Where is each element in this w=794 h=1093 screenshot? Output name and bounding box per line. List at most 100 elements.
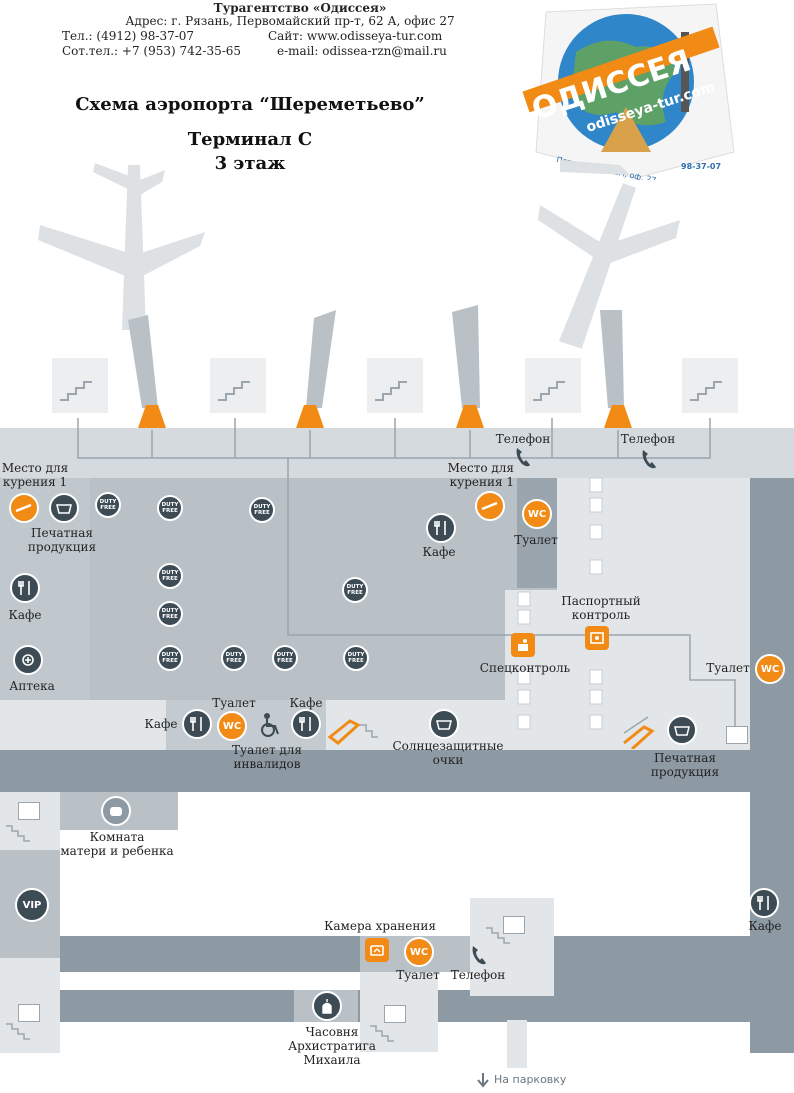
wc-icon: WC [404,937,434,967]
elevator-icon [503,916,525,934]
label-smoking-left: Место для курения 1 [1,461,69,489]
basket-icon [429,709,459,739]
gallery-band [0,428,794,480]
label-pharmacy: Аптека [9,679,55,693]
stairs-box-1 [52,358,108,413]
jet-bridge-3 [452,305,480,408]
wc-icon: WC [755,654,785,684]
label-sunglasses: Солнцезащитные очки [392,739,504,767]
label-print-left: Печатная продукция [27,526,97,554]
main-corridor [0,750,750,792]
plane-left [38,163,205,330]
jet-bridge-1 [128,315,158,408]
phone-icon [470,944,488,970]
label-cafe-bottom-mid: Кафе [289,696,323,710]
agency-email[interactable]: e-mail: odissea-rzn@mail.ru [277,44,447,58]
label-disabled-wc: Туалет для инвалидов [232,743,302,771]
luggage-storage-icon [365,938,389,962]
label-print-right: Печатная продукция [650,751,720,779]
fork-knife-icon [182,709,212,739]
right-lower-zone [554,936,750,1022]
agency-phone: Тел.: (4912) 98-37-07 [62,29,195,43]
exit-stair-zone [470,898,554,996]
wc-block-mid [517,478,557,588]
map-title: Схема аэропорта “Шереметьево” [75,94,425,115]
parking-passage [507,1020,527,1068]
label-wc-bottom: Туалет [212,696,256,710]
agency-logo: ОДИССЕЯ odisseya-tur.com Первомайка,62А,… [516,2,738,185]
pharmacy-icon [13,645,43,675]
escalator-icon [620,713,674,753]
elevator-icon [384,1005,406,1023]
label-security: Спецконтроль [479,661,571,675]
label-storage: Камера хранения [324,919,436,933]
down-arrow-icon [477,1073,489,1088]
fork-knife-icon [749,888,779,918]
stairs-box-4 [525,358,581,413]
gate-1-connector [138,405,166,428]
label-mother-child: Комната матери и ребенка [60,830,174,858]
agency-mobile: Сот.тел.: +7 (953) 742-35-65 [62,44,242,58]
label-phone-3: Телефон [450,968,506,982]
stairs-box-5 [682,358,738,413]
phone-icon [640,448,658,474]
wc-icon: WC [217,711,247,741]
label-phone-1: Телефон [495,432,551,446]
jet-bridge-4 [600,310,624,408]
passport-area [557,478,750,700]
elevator-icon [18,1004,40,1022]
basket-icon [49,493,79,523]
stairs-box-3 [367,358,423,413]
agency-address: Адрес: г. Рязань, Первомайский пр-т, 62 … [125,14,455,28]
right-column [750,478,794,1053]
stairs-box-2 [210,358,266,413]
plane-right [538,160,680,349]
label-phone-2: Телефон [620,432,676,446]
fork-knife-icon [10,573,40,603]
basket-icon [667,715,697,745]
chapel-icon [312,991,342,1021]
phone-icon [514,446,532,472]
terminal-title: Терминал C [187,129,313,150]
passport-control-icon [585,626,609,650]
gate-3-connector [456,405,484,428]
elevator-icon [726,726,748,744]
agency-site[interactable]: Сайт: www.odisseya-tur.com [268,29,443,43]
gate-2-connector [296,405,324,428]
label-wc-lower: Туалет [396,968,440,982]
jet-bridge-2 [306,310,336,408]
agency-name: Турагентство «Одиссея» [213,1,387,15]
logo-phone: 98-37-07 [681,162,721,171]
label-chapel: Часовня Архистратига Михаила [288,1025,376,1067]
label-wc-right: Туалет [706,661,750,675]
label-parking[interactable]: На парковку [494,1073,567,1086]
label-cafe-right: Кафе [748,919,782,933]
label-smoking-right: Место для курения 1 [447,461,514,489]
smoking-icon [475,491,505,521]
wheelchair-icon [259,712,281,742]
escalator-icon [326,713,380,753]
wc-icon: WC [522,499,552,529]
security-control-icon [511,633,535,657]
smoking-icon [9,493,39,523]
gates-layer [38,160,738,428]
label-cafe-left: Кафе [8,608,42,622]
label-cafe-bottom-left: Кафе [144,717,178,731]
label-passport: Паспортный контроль [561,594,641,622]
vip-icon: VIP [15,888,49,922]
fork-knife-icon [426,513,456,543]
floor-title: 3 этаж [214,153,286,174]
label-cafe-mid: Кафе [422,545,456,559]
fork-knife-icon [291,709,321,739]
label-wc-mid: Туалет [514,533,558,547]
